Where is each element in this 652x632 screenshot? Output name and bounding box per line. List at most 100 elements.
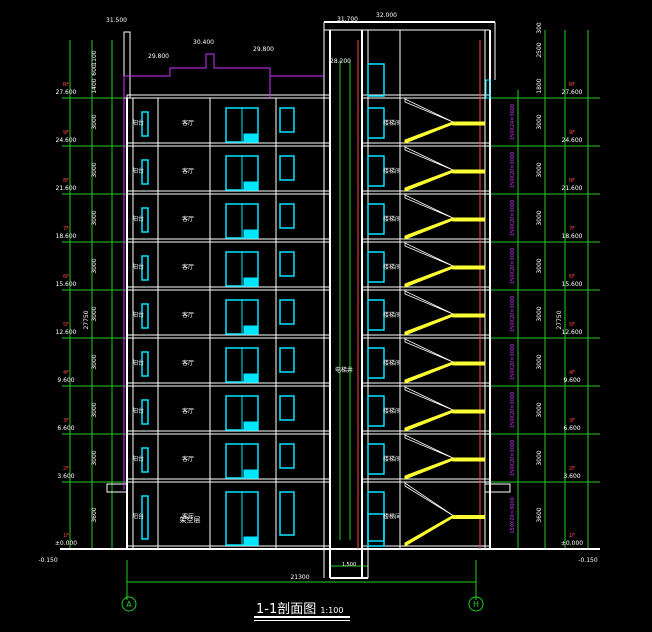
floor-slab <box>361 238 491 243</box>
exit-canopy <box>484 483 511 493</box>
level-floor-right: 7F <box>569 226 575 232</box>
room-label-stair: 楼梯间 <box>383 455 401 463</box>
room-label-stair: 楼梯间 <box>383 359 401 367</box>
axis-bubble-h <box>468 596 484 612</box>
level-elev-right: 27.600 <box>562 89 583 96</box>
stair-flight <box>404 217 454 240</box>
stair-landing <box>452 313 486 318</box>
level-floor-right: RF <box>569 82 575 88</box>
left-dim-value: 3000 <box>91 210 98 225</box>
level-elev-right: 15.600 <box>562 281 583 288</box>
drawing-title: 1-1剖面图 1:100 <box>256 598 343 617</box>
room-label-living: 客厅 <box>182 215 194 223</box>
roof-parapet <box>124 53 324 77</box>
drawing-title-scale: 1:100 <box>320 606 344 615</box>
balcony-window <box>141 399 149 425</box>
balcony-window <box>141 255 149 281</box>
overall-height-left: 27750 <box>83 310 90 329</box>
room-label-stair: 楼梯间 <box>383 407 401 415</box>
ground-door <box>367 513 385 547</box>
stair-flight-return <box>404 386 454 411</box>
structure-layer <box>60 21 600 579</box>
level-elev-left: 27.600 <box>56 89 77 96</box>
axis-label-a: A <box>126 600 132 609</box>
window <box>279 491 295 536</box>
roof-door <box>367 63 385 97</box>
level-floor-left: 8F <box>63 178 69 184</box>
level-floor-left: 3F <box>63 418 69 424</box>
level-floor-left: 6F <box>63 274 69 280</box>
left-dim-value: 1100 <box>91 50 98 65</box>
door-threshold <box>243 469 259 479</box>
left-dim-value: 3000 <box>91 162 98 177</box>
room-label-ground: 架空层 <box>180 515 201 524</box>
room-label-living: 客厅 <box>182 359 194 367</box>
stair-riser-label: 150X20=3000 <box>510 248 516 284</box>
room-label-balcony: 阳台 <box>132 263 144 271</box>
left-dim-value: 1400 <box>91 78 98 93</box>
door-threshold <box>243 133 259 143</box>
right-dim-value: 3000 <box>536 306 543 321</box>
level-elev-left: 21.600 <box>56 185 77 192</box>
room-label-balcony: 阳台 <box>132 167 144 175</box>
right-dim-value: 3000 <box>536 210 543 225</box>
room-label-balcony: 阳台 <box>132 455 144 463</box>
left-dim-value: 3000 <box>91 258 98 273</box>
level-floor-left: RF <box>63 82 69 88</box>
floor-slab <box>126 142 331 147</box>
level-floor-right: 2F <box>569 466 575 472</box>
window <box>279 443 295 469</box>
top-elevation: 28.200 <box>330 58 351 65</box>
room-label-living: 客厅 <box>182 407 194 415</box>
door-threshold <box>243 421 259 431</box>
level-floor-left: 9F <box>63 130 69 136</box>
right-dim-value: 2500 <box>536 42 543 57</box>
stair-flight <box>404 121 454 144</box>
level-floor-left: 7F <box>63 226 69 232</box>
right-dim-value: 3000 <box>536 258 543 273</box>
top-elevation: 31.700 <box>337 16 358 23</box>
level-elev-left: ±0.000 <box>55 540 77 547</box>
top-elevation: 30.400 <box>193 39 214 46</box>
stair-flight-return <box>404 434 454 459</box>
title-underline <box>254 616 350 618</box>
room-label-living: 客厅 <box>182 167 194 175</box>
stair-flight-return <box>404 98 454 123</box>
room-label-stair: 楼梯间 <box>383 215 401 223</box>
floor-slab <box>126 94 331 99</box>
room-label-balcony: 阳台 <box>132 407 144 415</box>
door-threshold <box>243 325 259 335</box>
stair-landing <box>452 361 486 366</box>
right-dim-value: 3000 <box>536 402 543 417</box>
room-label-stair: 楼梯间 <box>383 311 401 319</box>
left-dim-value: 3000 <box>91 306 98 321</box>
window <box>279 251 295 277</box>
room-label-living: 客厅 <box>182 455 194 463</box>
level-floor-left: 4F <box>63 370 69 376</box>
floor-slab <box>361 142 491 147</box>
room-label-living: 客厅 <box>182 311 194 319</box>
stair-riser-label: 150X24=3600 <box>510 104 516 140</box>
stair-flight <box>404 457 454 480</box>
stair-door <box>367 155 385 187</box>
stair-landing <box>452 121 486 126</box>
level-floor-left: 5F <box>63 322 69 328</box>
room-label-living: 客厅 <box>182 119 194 127</box>
window <box>279 155 295 181</box>
stair-landing <box>452 457 486 462</box>
stair-riser-label: 150X20=3000 <box>510 200 516 236</box>
top-elevation: 31.500 <box>106 17 127 24</box>
level-floor-right: 9F <box>569 130 575 136</box>
door-layer <box>141 63 491 547</box>
stair-riser-label: 150X20=3000 <box>510 344 516 380</box>
room-label-balcony: 阳台 <box>132 311 144 319</box>
right-dim-value: 3000 <box>536 450 543 465</box>
level-floor-right: 8F <box>569 178 575 184</box>
floor-slab <box>361 478 491 483</box>
overall-height-right: 27750 <box>556 310 563 329</box>
stair-flight <box>404 409 454 432</box>
window <box>279 395 295 421</box>
level-elev-right: 9.600 <box>563 377 580 384</box>
dimension-layer <box>62 30 600 612</box>
